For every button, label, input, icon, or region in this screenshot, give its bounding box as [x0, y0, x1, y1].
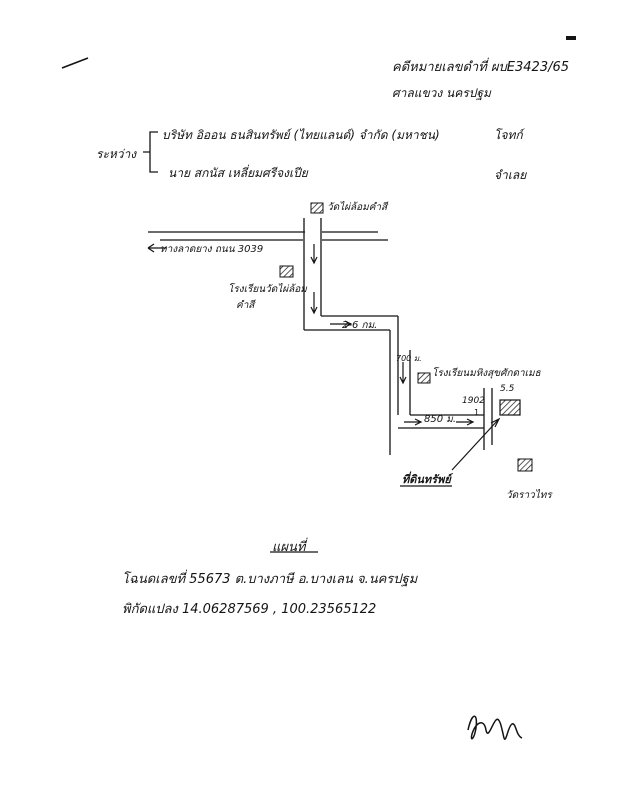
arrow-down-1: [310, 244, 318, 265]
distance-2-label: 850 ม.: [424, 414, 457, 425]
arrow-down-3: [399, 362, 407, 385]
arrow-down-2: [310, 292, 318, 315]
school-right-icon: [417, 372, 431, 384]
plot-note-num: 1902: [462, 396, 485, 406]
case-number: คดีหมายเลขดำที่ ผบE3423/65: [392, 60, 570, 75]
house-pointer-arrow: [451, 417, 501, 471]
school-right-label: โรงเรียนมหิงสุขศักดาเมธ: [432, 368, 541, 379]
road-left-label: ทางลาดยาง ถนน 3039: [160, 244, 264, 255]
school-left-label-line2: คำสี: [236, 300, 255, 311]
parties-label: ระหว่าง: [96, 147, 137, 161]
corner-mark: [566, 36, 576, 40]
plot-icon: [499, 399, 521, 416]
map-title: แผนที่: [272, 540, 306, 555]
arrow-right-2: [404, 418, 423, 426]
plaintiff-name: บริษัท อิออน ธนสินทรัพย์ (ไทยแลนด์) จำกั…: [162, 128, 440, 142]
vertical-distance-label: 700 ม.: [396, 354, 422, 363]
temple-right-icon: [517, 458, 533, 472]
plaintiff-role: โจทก์: [494, 128, 523, 142]
plot-note-sub: 1: [474, 408, 480, 417]
court-name: ศาลแขวง นครปฐม: [392, 86, 491, 100]
arrow-left-road: [147, 243, 166, 253]
coordinates-line: พิกัดแปลง 14.06287569 , 100.23565122: [122, 602, 377, 617]
signature: [467, 715, 523, 740]
school-left-icon: [279, 265, 294, 278]
defendant-name: นาย สกนัส เหลี่ยมศรีจงเปีย: [168, 166, 308, 180]
house-label: ที่ดินทรัพย์: [402, 473, 451, 486]
distance-1-label: 2-6 กม.: [342, 320, 378, 331]
plot-note-top: 5.5: [500, 384, 515, 394]
deed-line: โฉนดเลขที่ 55673 ต.บางภาษี อ.บางเลน จ.นค…: [122, 572, 418, 587]
parties-bracket: [143, 131, 158, 173]
arrow-right-1: [330, 320, 353, 328]
slash-mark: [61, 57, 89, 69]
school-left-label: โรงเรียนวัดไผ่ล้อม: [228, 284, 307, 295]
temple-top-icon: [310, 202, 324, 214]
temple-top-label: วัดไผ่ล้อมคำสี: [327, 202, 388, 213]
temple-right-label: วัดราวไทร: [506, 490, 552, 501]
defendant-role: จำเลย: [494, 168, 527, 182]
arrow-right-3: [456, 418, 475, 426]
